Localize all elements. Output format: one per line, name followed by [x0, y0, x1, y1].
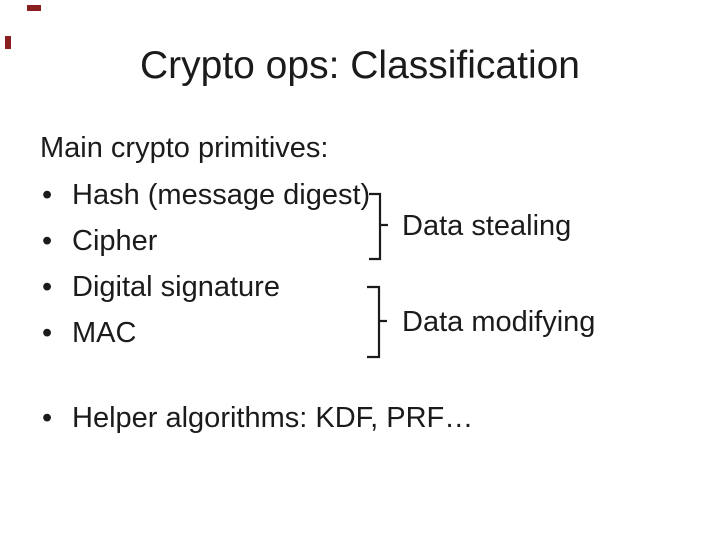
bullet-icon: •	[42, 317, 53, 349]
corner-mark-horizontal	[27, 5, 41, 11]
slide-title: Crypto ops: Classification	[139, 44, 580, 87]
bracket-data-stealing-icon	[369, 192, 388, 261]
helper-item: • Helper algorithms: KDF, PRF…	[42, 395, 473, 441]
list-item-label: Digital signature	[72, 271, 280, 303]
list-item-label: MAC	[72, 317, 137, 349]
group-label-data-stealing: Data stealing	[402, 210, 572, 242]
helper-item-label: Helper algorithms: KDF, PRF…	[72, 402, 474, 434]
group-label-data-modifying: Data modifying	[402, 306, 596, 338]
list-item-digital-signature: • Digital signature	[42, 264, 370, 310]
primitives-list: • Hash (message digest) • Cipher • Digit…	[42, 172, 370, 356]
list-item-mac: • MAC	[42, 310, 370, 356]
list-item-label: Hash (message digest)	[72, 179, 371, 211]
corner-mark-vertical	[5, 36, 11, 49]
list-item-cipher: • Cipher	[42, 218, 370, 264]
bullet-icon: •	[42, 402, 53, 434]
list-item-hash: • Hash (message digest)	[42, 172, 370, 218]
bullet-icon: •	[42, 179, 53, 211]
list-item-label: Cipher	[72, 225, 158, 257]
bullet-icon: •	[42, 271, 53, 303]
intro-text: Main crypto primitives:	[40, 132, 329, 164]
bullet-icon: •	[42, 225, 53, 257]
